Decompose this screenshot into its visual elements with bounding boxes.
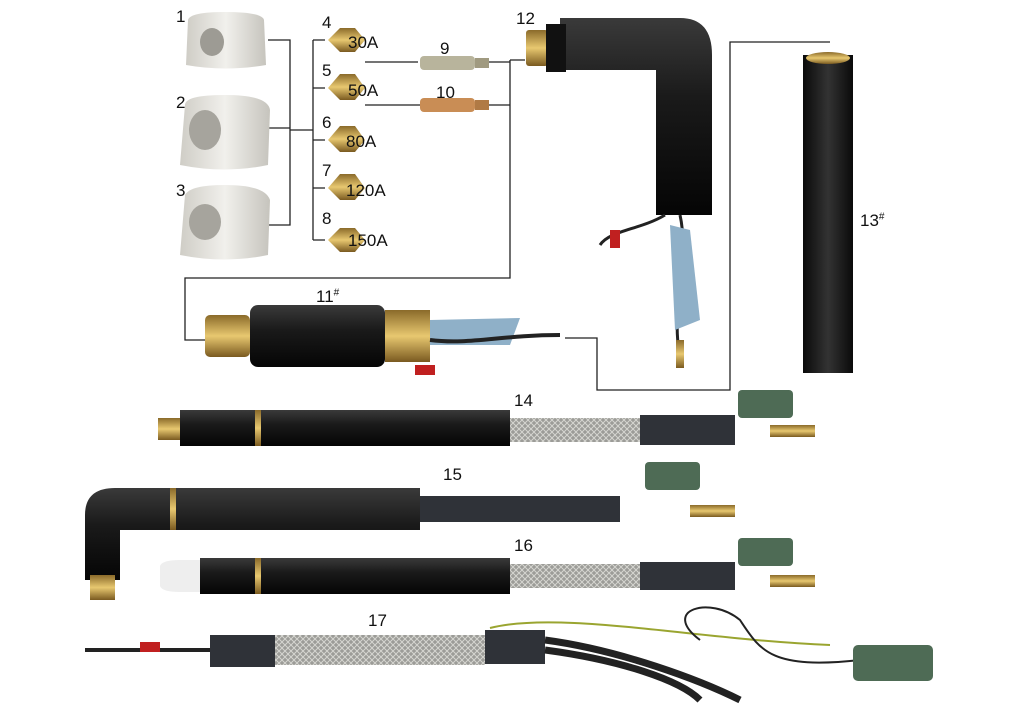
electrode-9 xyxy=(420,56,475,70)
label-5: 5 xyxy=(322,61,332,80)
label-2: 2 xyxy=(176,93,186,112)
torch-body-11 xyxy=(205,305,561,375)
torch-head-12 xyxy=(526,18,712,368)
rating-5: 50A xyxy=(348,81,379,100)
label-4: 4 xyxy=(322,13,332,32)
torch-assembly-14 xyxy=(158,390,815,446)
label-9: 9 xyxy=(440,39,450,58)
label-15: 15 xyxy=(443,465,462,484)
label-1: 1 xyxy=(176,7,186,26)
label-13-mark: # xyxy=(878,211,885,223)
cable-assembly-17 xyxy=(85,606,933,704)
label-16: 16 xyxy=(514,536,533,555)
label-17: 17 xyxy=(368,611,387,630)
label-12: 12 xyxy=(516,9,535,28)
label-11: 11# xyxy=(316,288,339,305)
torch-assembly-16 xyxy=(160,538,815,594)
nozzles xyxy=(328,28,365,252)
label-3: 3 xyxy=(176,181,186,200)
label-7: 7 xyxy=(322,161,332,180)
label-10: 10 xyxy=(436,83,455,102)
label-14: 14 xyxy=(514,391,533,410)
rating-7: 120A xyxy=(346,181,386,200)
leader-lines xyxy=(184,39,830,391)
shield-cups xyxy=(180,12,270,260)
rating-6: 80A xyxy=(346,132,377,151)
torch-assembly-15 xyxy=(85,462,735,600)
electrode-10 xyxy=(420,98,475,112)
label-11-number: 11 xyxy=(316,287,334,306)
label-8: 8 xyxy=(322,209,332,228)
label-6: 6 xyxy=(322,113,332,132)
label-13: 13# xyxy=(860,212,884,229)
label-13-number: 13 xyxy=(860,211,879,230)
rating-8: 150A xyxy=(348,231,388,250)
handle-sleeve-13 xyxy=(803,55,853,373)
rating-4: 30A xyxy=(348,33,379,52)
label-11-mark: # xyxy=(333,287,340,299)
